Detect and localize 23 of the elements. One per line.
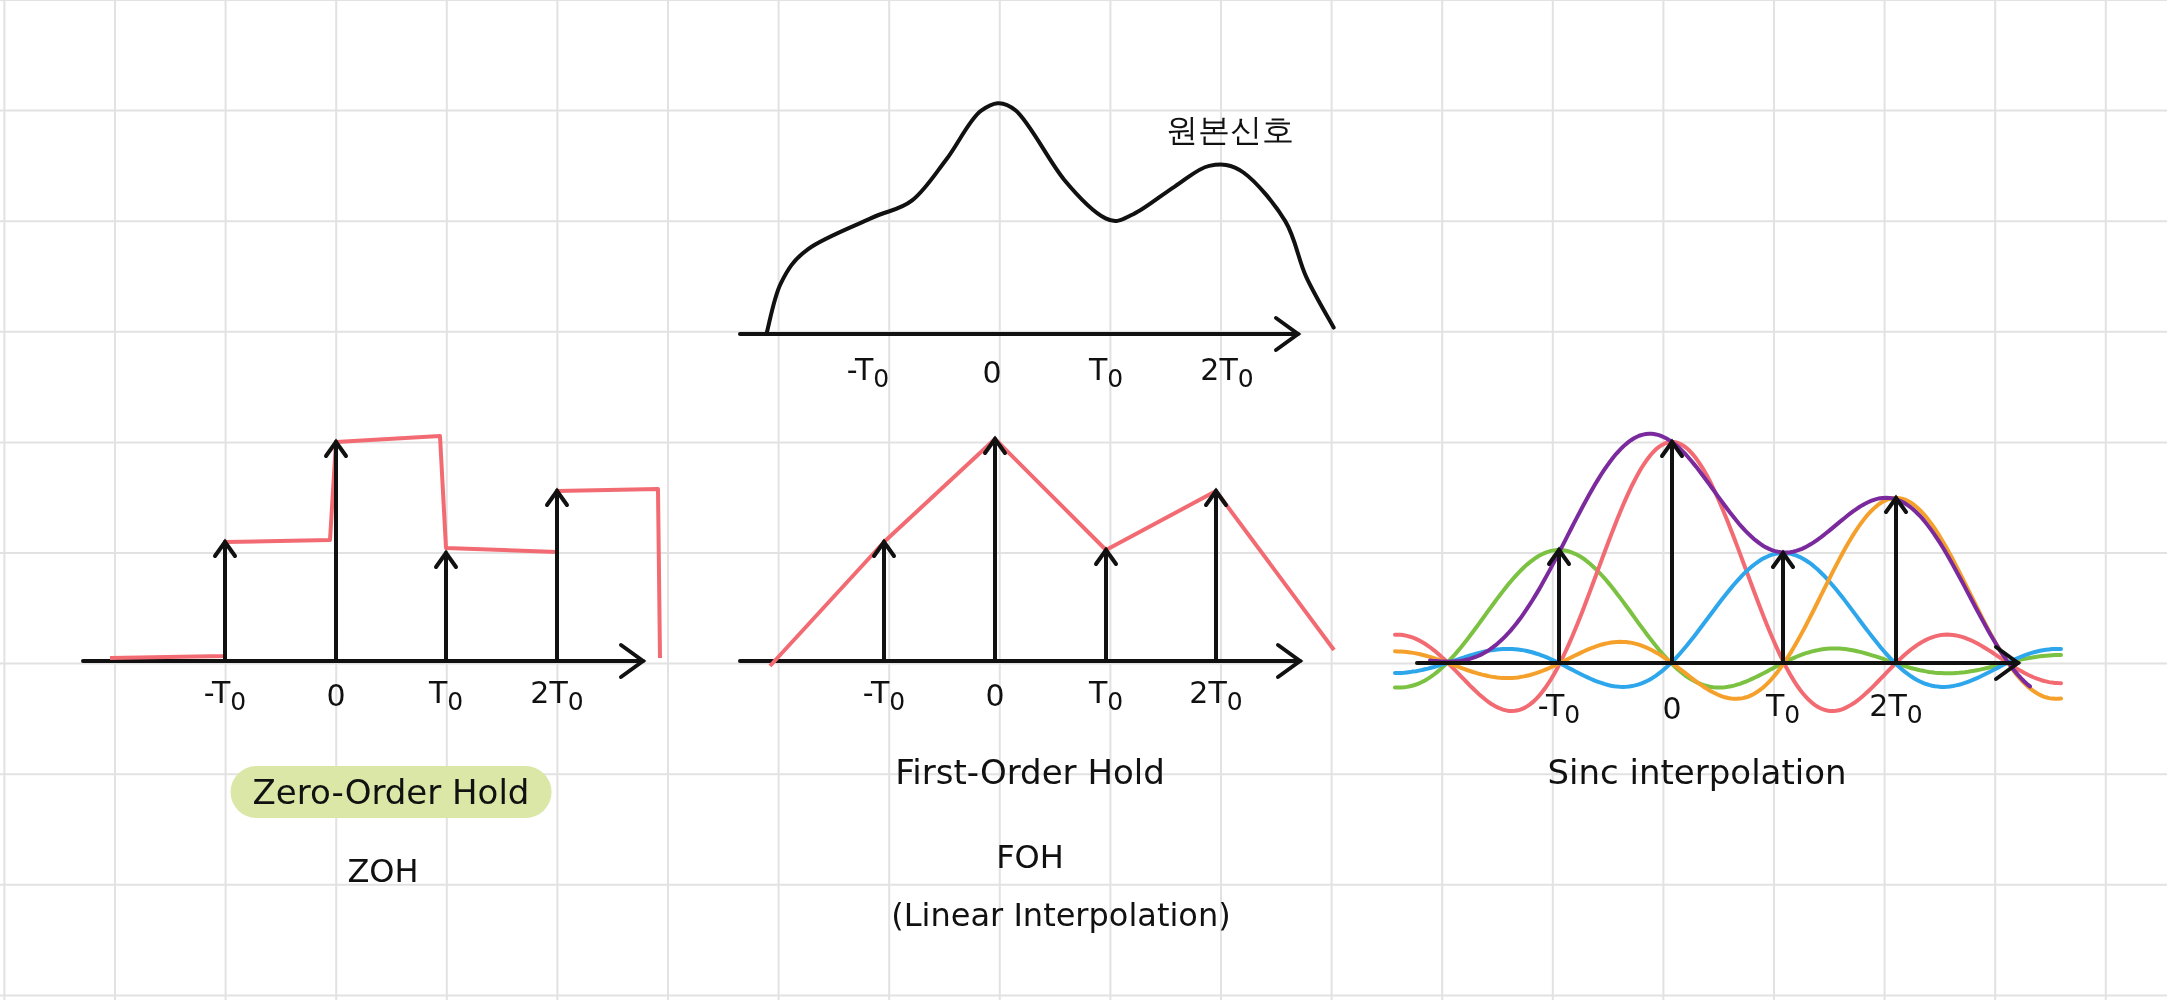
tick-label: 0 <box>326 677 346 713</box>
tick-label: -T$_{0}$ <box>1537 687 1581 729</box>
tick-label: -T$_{0}$ <box>862 674 906 716</box>
tick-label: T$_{0}$ <box>1088 351 1124 393</box>
highlighted-caption: Zero-Order Hold <box>230 766 552 818</box>
caption: FOH <box>996 838 1064 876</box>
tick-label: 2T$_{0}$ <box>530 674 584 716</box>
tick-label: -T$_{0}$ <box>846 351 890 393</box>
tick-label: 2T$_{0}$ <box>1869 687 1923 729</box>
tick-label: 2T$_{0}$ <box>1189 674 1243 716</box>
signal-label: 원본신호 <box>1166 110 1294 151</box>
tick-label: 2T$_{0}$ <box>1200 351 1254 393</box>
caption: ZOH <box>347 852 419 890</box>
caption: Sinc interpolation <box>1547 752 1847 792</box>
caption: First-Order Hold <box>895 752 1165 792</box>
tick-label: T$_{0}$ <box>1088 674 1124 716</box>
caption: (Linear Interpolation) <box>891 896 1231 934</box>
tick-label: 0 <box>985 677 1005 713</box>
tick-label: -T$_{0}$ <box>203 674 247 716</box>
tick-label: T$_{0}$ <box>428 674 464 716</box>
tick-label: 0 <box>982 354 1002 390</box>
tick-label: T$_{0}$ <box>1765 687 1801 729</box>
tick-label: 0 <box>1662 690 1682 726</box>
